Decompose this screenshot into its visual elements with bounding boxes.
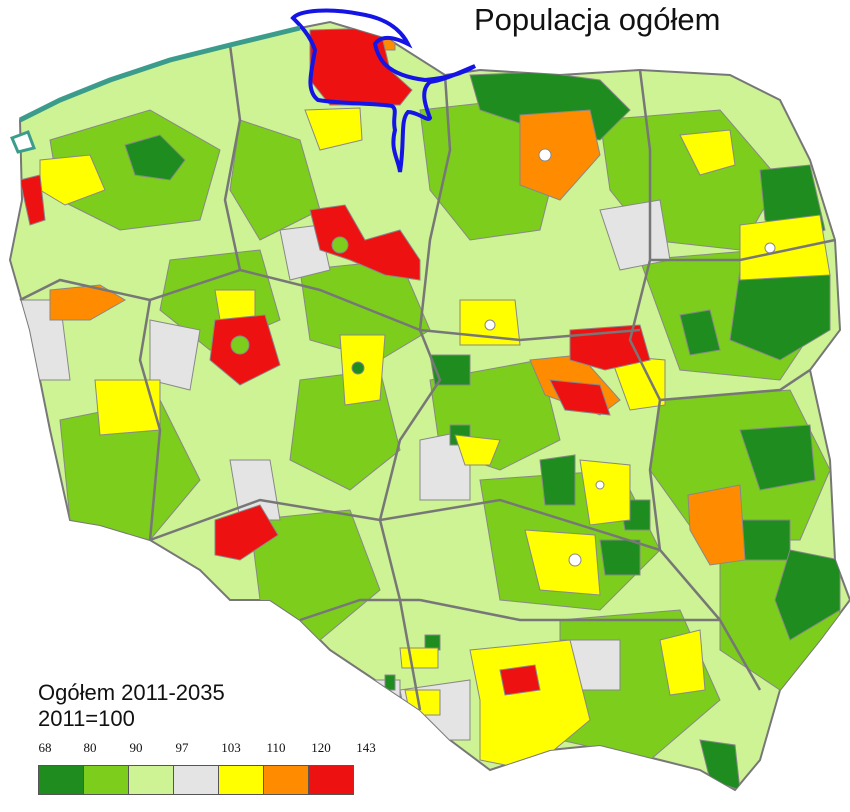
legend-tick: 90 [129, 740, 143, 755]
legend-swatch-3 [173, 765, 219, 795]
legend-swatches [38, 765, 354, 795]
legend-swatch-0 [38, 765, 84, 795]
legend-swatch-6 [308, 765, 354, 795]
legend-title-line1: Ogółem 2011-2035 [38, 680, 225, 705]
map-title: Populacja ogółem [474, 2, 721, 37]
legend-title: Ogółem 2011-2035 2011=100 [38, 680, 225, 732]
legend-swatch-5 [263, 765, 309, 795]
legend-ticks: 68 80 90 97 103 110 120 143 [30, 740, 376, 758]
legend-title-line2: 2011=100 [38, 706, 135, 731]
region-patches [19, 22, 846, 790]
highlight-outline [290, 8, 477, 173]
legend-tick: 143 [356, 740, 376, 755]
legend-swatch-1 [83, 765, 129, 795]
legend-swatch-2 [128, 765, 174, 795]
legend-tick: 120 [311, 740, 331, 755]
legend-tick: 97 [175, 740, 189, 755]
region-borders [19, 44, 836, 711]
legend-tick: 80 [83, 740, 97, 755]
legend-tick: 103 [221, 740, 241, 755]
legend-tick: 110 [266, 740, 286, 755]
legend-swatch-4 [218, 765, 264, 795]
sea-coast [18, 25, 301, 123]
legend-tick: 68 [38, 740, 52, 755]
